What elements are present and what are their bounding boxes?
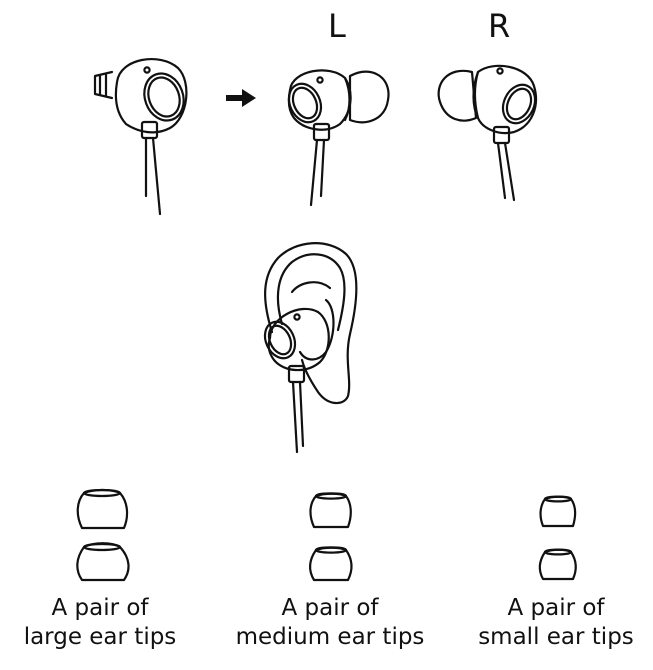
caption-line2: small ear tips <box>478 624 634 650</box>
earbud-left-icon <box>287 69 390 207</box>
arrow-right-icon <box>226 89 256 107</box>
medium-ear-tips-icon <box>309 492 353 582</box>
caption-line2: large ear tips <box>23 624 177 650</box>
caption-line1: A pair of <box>281 595 379 621</box>
medium-ear-tips-caption: A pair of medium ear tips <box>220 594 440 652</box>
caption-line1: A pair of <box>507 595 605 621</box>
left-label: L <box>328 7 346 45</box>
right-label: R <box>488 7 511 45</box>
small-ear-tips-caption: A pair of small ear tips <box>446 594 653 652</box>
small-ear-tips-icon <box>538 495 577 581</box>
caption-line1: A pair of <box>51 595 149 621</box>
earbud-right-icon <box>437 64 538 202</box>
earbud-no-tip-icon <box>93 58 188 216</box>
large-ear-tips-caption: A pair of large ear tips <box>0 594 210 652</box>
caption-line2: medium ear tips <box>235 624 425 650</box>
ear-with-earbud-icon <box>263 242 358 454</box>
large-ear-tips-icon <box>76 488 130 582</box>
